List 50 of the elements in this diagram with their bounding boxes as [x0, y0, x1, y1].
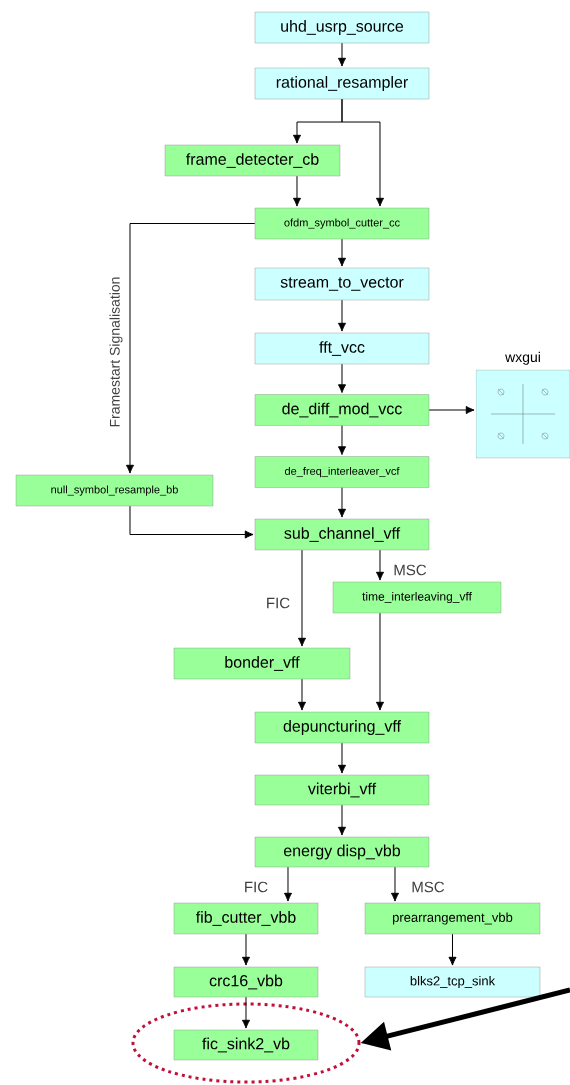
block-box: crc16_vbb — [173, 966, 319, 998]
arrow — [297, 678, 307, 711]
arrow — [297, 549, 307, 647]
block-box: rational_resampler — [254, 67, 430, 100]
edge-label: MSC — [410, 880, 446, 894]
arrow — [129, 505, 254, 539]
block-box: ofdm_symbol_cutter_cc — [254, 207, 430, 240]
edge-label: FIC — [264, 596, 292, 610]
block-box: energy disp_vbb — [254, 836, 430, 868]
arrow — [337, 299, 347, 332]
arrow — [337, 742, 347, 774]
arrow — [337, 42, 347, 67]
arrow — [125, 223, 256, 474]
edge-label: FIC — [242, 880, 270, 894]
block-box: blks2_tcp_sink — [364, 966, 541, 998]
arrow — [241, 933, 251, 966]
arrow — [375, 549, 385, 581]
arrow — [337, 804, 347, 836]
block-box: prearrangement_vbb — [364, 902, 541, 935]
edge-label: MSC — [392, 563, 428, 577]
block-box: viterbi_vff — [254, 774, 430, 806]
arrow — [448, 933, 457, 966]
arrow — [337, 238, 347, 267]
edge-label: Framestart Signalisation — [108, 275, 124, 429]
block-box: de_freq_interleaver_vcf — [254, 456, 430, 488]
arrow — [341, 98, 385, 207]
arrow — [337, 487, 347, 518]
block-box: bonder_vff — [173, 647, 351, 680]
block-box: frame_detecter_cb — [164, 144, 341, 177]
block-box: fib_cutter_vbb — [173, 902, 319, 935]
block-box: null_symbol_resample_bb — [15, 474, 214, 507]
block-box: depuncturing_vff — [254, 711, 430, 744]
arrow — [428, 405, 475, 415]
arrow — [241, 996, 251, 1029]
block-box: time_interleaving_vff — [332, 581, 502, 614]
block-box: de_diff_mod_vcc — [254, 394, 430, 426]
plot-window — [475, 369, 570, 459]
dotted-ring — [131, 1002, 361, 1084]
block-box: stream_to_vector — [254, 267, 430, 301]
arrow — [337, 425, 347, 456]
arrow — [337, 363, 347, 394]
block-box: sub_channel_vff — [254, 518, 430, 551]
arrow — [375, 612, 385, 711]
block-box: uhd_usrp_source — [254, 11, 430, 44]
window-title: wxgui — [505, 351, 540, 365]
arrow — [283, 866, 293, 902]
block-box: fft_vcc — [254, 332, 430, 365]
arrow — [390, 866, 400, 902]
block-box: fic_sink2_vb — [173, 1029, 319, 1061]
arrow — [292, 175, 302, 207]
